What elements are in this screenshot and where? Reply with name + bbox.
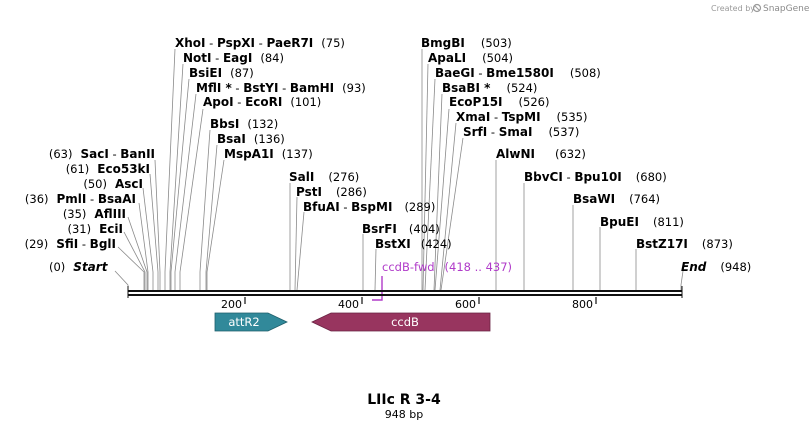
site-label-eco53ki: (61)Eco53kI xyxy=(66,162,150,176)
ruler-label: 200 xyxy=(221,298,242,311)
feature-arrow xyxy=(311,312,491,332)
map-length: 948 bp xyxy=(385,408,423,421)
snapgene-logo-icon xyxy=(752,3,762,13)
site-label-sali: SalI(276) xyxy=(289,170,359,184)
site-label-bsiei: BsiEI(87) xyxy=(189,66,254,80)
site-label-bstxi: BstXI(424) xyxy=(375,237,452,251)
site-label-srfi: SrfI - SmaI(537) xyxy=(463,125,579,139)
site-label-afliii: (35)AflIII xyxy=(63,207,126,221)
primer-arrow xyxy=(372,276,383,301)
primer-label: ccdB-fwd(418 .. 437) xyxy=(382,260,512,274)
feature-label: attR2 xyxy=(228,315,259,329)
site-label-saci: (63)SacI - BanII xyxy=(49,147,155,161)
end-label: End(948) xyxy=(681,260,751,274)
site-label-ecii: (31)EciI xyxy=(68,222,124,236)
ruler-label: 600 xyxy=(455,298,476,311)
dna-backbone xyxy=(127,286,683,298)
site-label-bsabi: BsaBI *(524) xyxy=(442,81,537,95)
credit-brand: SnapGene xyxy=(763,4,810,14)
map-title: LIIc R 3-4 xyxy=(367,392,441,408)
feature-arrow xyxy=(214,312,288,332)
ruler-label: 400 xyxy=(338,298,359,311)
site-label-bpuei: BpuEI(811) xyxy=(600,215,684,229)
credit-prefix: Created by xyxy=(711,4,755,13)
feature-attr2[interactable]: attR2 xyxy=(214,312,288,332)
site-label-bfuai: BfuAI - BspMI(289) xyxy=(303,200,435,214)
site-label-bsawi: BsaWI(764) xyxy=(573,192,660,206)
site-label-baegi: BaeGI - Bme1580I(508) xyxy=(435,66,601,80)
site-label-apoi: ApoI - EcoRI(101) xyxy=(203,95,321,109)
site-label-sfii: (29)SfiI - BglI xyxy=(25,237,116,251)
feature-ccdb[interactable]: ccdB xyxy=(311,312,491,332)
site-labels: XhoI - PspXI - PaeR7I(75) NotI - EagI(84… xyxy=(25,36,752,274)
site-label-ecop15i: EcoP15I(526) xyxy=(449,95,549,109)
site-label-pmli: (36)PmlI - BsaAI xyxy=(25,192,136,206)
site-label-mspa1i: MspA1I(137) xyxy=(224,147,313,161)
site-label-mfli: MflI * - BstYI - BamHI(93) xyxy=(196,81,366,95)
feature-label: ccdB xyxy=(391,315,419,329)
snapgene-credit: Created by SnapGene xyxy=(711,3,810,14)
site-label-bstz17i: BstZ17I(873) xyxy=(636,237,733,251)
site-label-bbsi: BbsI(132) xyxy=(210,117,278,131)
site-label-bbvci: BbvCI - Bpu10I(680) xyxy=(524,170,667,184)
site-label-bmgbi: BmgBI(503) xyxy=(421,36,512,50)
site-label-xhoi: XhoI - PspXI - PaeR7I(75) xyxy=(175,36,345,50)
site-label-bsrfi: BsrFI(404) xyxy=(362,222,440,236)
site-label-xmai: XmaI - TspMI(535) xyxy=(456,110,587,124)
ruler: 200 400 600 800 xyxy=(221,297,597,311)
site-label-alwni: AlwNI(632) xyxy=(496,147,586,161)
site-label-asci: (50)AscI xyxy=(83,177,143,191)
site-label-apali: ApaLI(504) xyxy=(428,51,513,65)
primer-ccdb-fwd[interactable]: ccdB-fwd(418 .. 437) xyxy=(372,260,512,301)
site-leader-lines xyxy=(114,48,684,291)
site-label-psti: PstI(286) xyxy=(296,185,367,199)
site-label-bsai: BsaI(136) xyxy=(217,132,285,146)
site-label-noti: NotI - EagI(84) xyxy=(183,51,284,65)
start-label: (0)Start xyxy=(49,260,109,274)
ruler-label: 800 xyxy=(572,298,593,311)
